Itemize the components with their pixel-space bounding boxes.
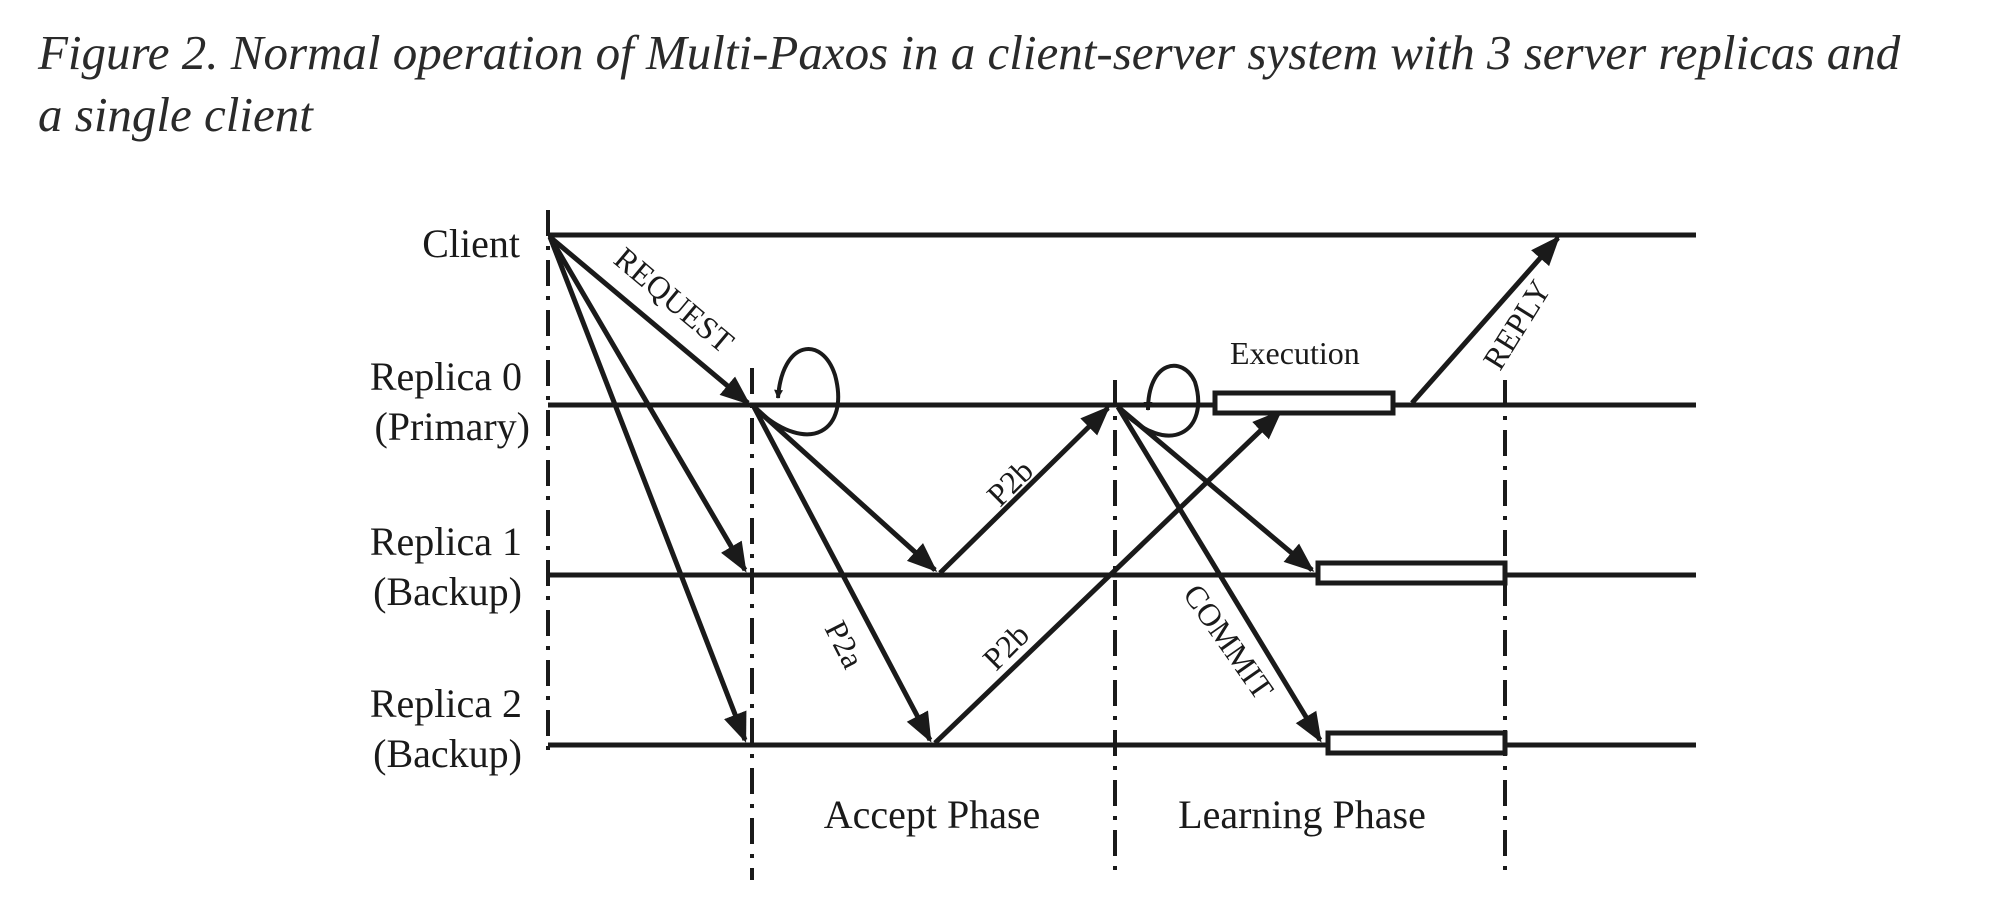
commit-label: COMMIT bbox=[1176, 577, 1281, 706]
p2b-arrow-replica2 bbox=[933, 409, 1283, 745]
commit-arrow-replica1 bbox=[1116, 405, 1315, 572]
execution-block-replica2 bbox=[1325, 730, 1508, 756]
caption-line-2: a single client bbox=[38, 87, 313, 142]
request-arrow-replica1 bbox=[547, 235, 748, 573]
reply-label: REPLY bbox=[1475, 273, 1558, 375]
figure-caption: Figure 2. Normal operation of Multi-Paxo… bbox=[38, 22, 1988, 146]
caption-line-1: Figure 2. Normal operation of Multi-Paxo… bbox=[38, 25, 1901, 80]
request-arrow-replica0 bbox=[548, 235, 751, 405]
lane-label-replica1-role: (Backup) bbox=[373, 569, 522, 614]
lane-label-replica0-role: (Primary) bbox=[374, 404, 530, 449]
lane-label-replica2-role: (Backup) bbox=[373, 731, 522, 776]
accept-phase-label: Accept Phase bbox=[824, 792, 1041, 837]
lane-label-replica0: Replica 0 bbox=[370, 354, 522, 399]
p2b-label-replica1: P2b bbox=[979, 452, 1040, 513]
lane-label-replica2: Replica 2 bbox=[370, 681, 522, 726]
lane-label-replica1: Replica 1 bbox=[370, 519, 522, 564]
execution-label: Execution bbox=[1230, 335, 1360, 371]
p2b-arrow-replica1 bbox=[938, 405, 1111, 575]
execution-block-replica1 bbox=[1315, 560, 1508, 586]
learning-phase-label: Learning Phase bbox=[1178, 792, 1426, 837]
p2a-label: P2a bbox=[818, 615, 872, 674]
primary-self-loop-accept bbox=[754, 347, 841, 437]
p2a-arrow-replica1 bbox=[752, 405, 938, 573]
commit-arrow-replica2 bbox=[1115, 405, 1323, 743]
primary-self-loop-learning bbox=[1118, 363, 1201, 438]
execution-block-replica0 bbox=[1212, 390, 1396, 416]
p2a-arrow-replica2 bbox=[751, 405, 933, 743]
lane-label-client: Client bbox=[422, 221, 520, 266]
p2b-label-replica2: P2b bbox=[975, 616, 1036, 677]
reply-arrow bbox=[1410, 235, 1560, 405]
request-arrow-replica2 bbox=[547, 236, 748, 743]
